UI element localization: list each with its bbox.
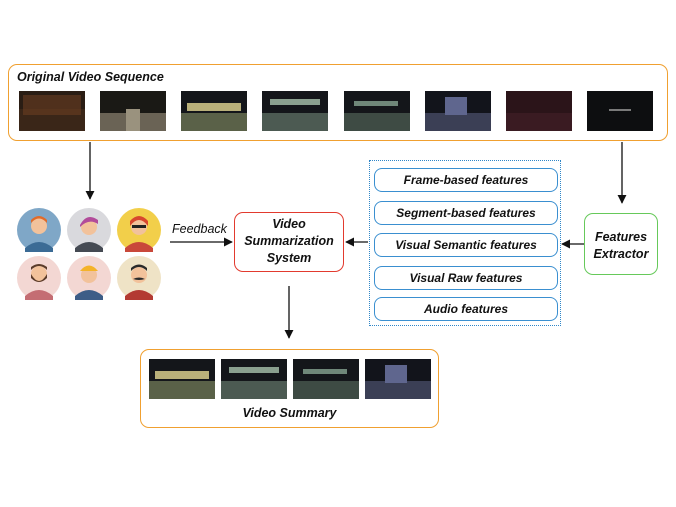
features-extractor-line-1: Features bbox=[594, 230, 648, 244]
features-extractor-box bbox=[584, 213, 658, 275]
video-summarization-system-label: Video Summarization System bbox=[234, 216, 344, 267]
system-line-1: Video bbox=[272, 217, 306, 231]
video-frame-5 bbox=[344, 91, 410, 131]
feature-audio: Audio features bbox=[374, 297, 558, 321]
feedback-label: Feedback bbox=[172, 222, 227, 236]
avatar-mustache-man bbox=[117, 256, 161, 300]
video-frame-7 bbox=[506, 91, 572, 131]
video-frame-4 bbox=[262, 91, 328, 131]
system-line-2: Summarization bbox=[244, 234, 334, 248]
video-summarization-system-box bbox=[234, 212, 344, 272]
features-extractor-label: Features Extractor bbox=[584, 229, 658, 263]
feature-visual-raw: Visual Raw features bbox=[374, 266, 558, 290]
summary-frame-3 bbox=[293, 359, 359, 399]
summary-frame-2 bbox=[221, 359, 287, 399]
system-line-3: System bbox=[266, 251, 312, 265]
avatar-bearded-man bbox=[17, 256, 61, 300]
features-extractor-line-2: Extractor bbox=[593, 247, 649, 261]
avatar-purple-hair-woman bbox=[67, 208, 111, 252]
video-summary-title: Video Summary bbox=[242, 406, 337, 420]
feature-visual-semantic: Visual Semantic features bbox=[374, 233, 558, 257]
video-frame-2 bbox=[100, 91, 166, 131]
video-frame-1 bbox=[19, 91, 85, 131]
avatar-red-hair-man-glasses bbox=[117, 208, 161, 252]
video-frame-3 bbox=[181, 91, 247, 131]
feature-segment-based: Segment-based features bbox=[374, 201, 558, 225]
avatar-hardhat-worker bbox=[67, 256, 111, 300]
video-frame-8 bbox=[587, 91, 653, 131]
avatar-orange-hair-man bbox=[17, 208, 61, 252]
summary-frame-1 bbox=[149, 359, 215, 399]
feature-frame-based: Frame-based features bbox=[374, 168, 558, 192]
original-video-sequence-title: Original Video Sequence bbox=[17, 70, 164, 84]
summary-frame-4 bbox=[365, 359, 431, 399]
video-frame-6 bbox=[425, 91, 491, 131]
